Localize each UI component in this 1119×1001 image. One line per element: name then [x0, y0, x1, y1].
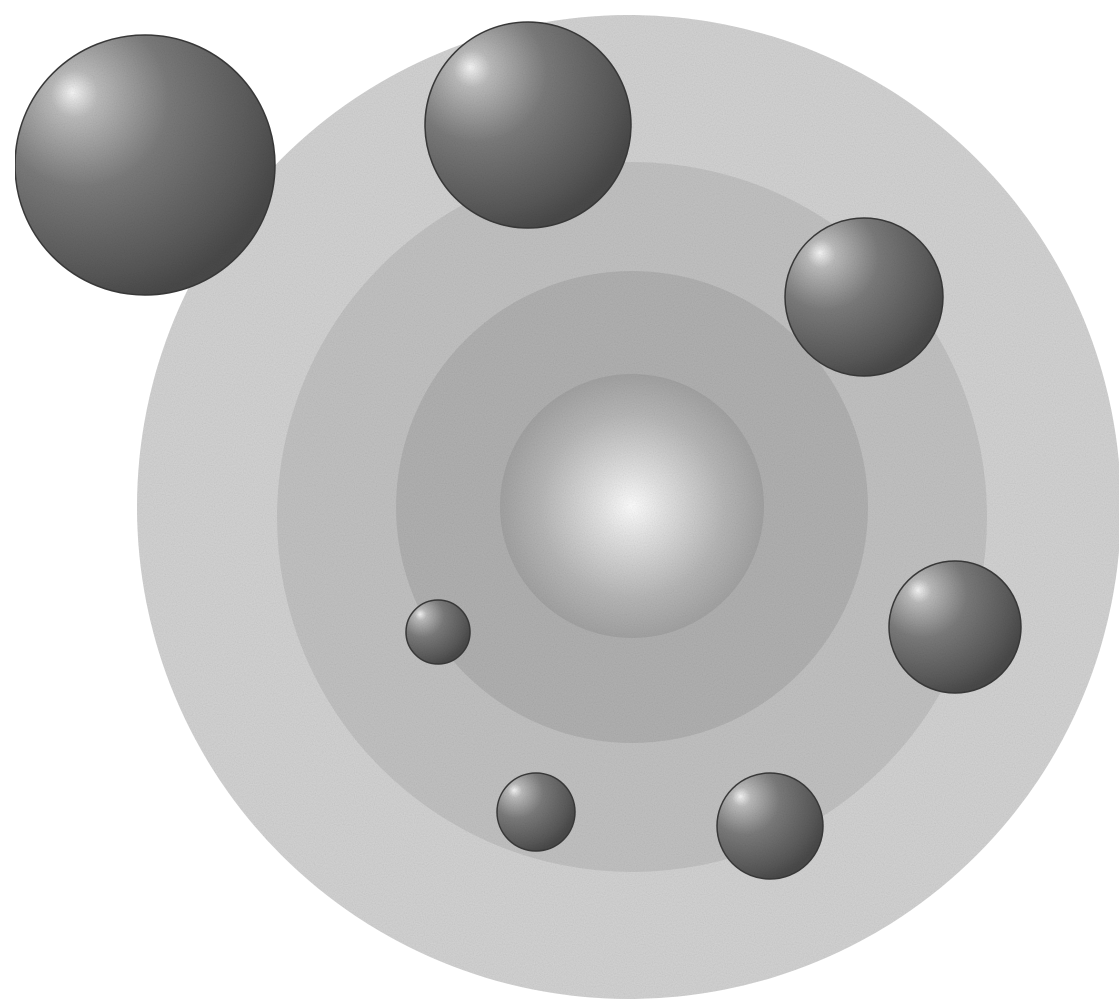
sphere-bottom-right — [717, 773, 823, 879]
sphere-small-left — [406, 600, 470, 664]
sphere-large-top-left — [15, 35, 275, 295]
sphere-upper-right — [785, 218, 943, 376]
sphere-large-top — [425, 22, 631, 228]
nucleus-core — [500, 374, 764, 638]
sphere-bottom-left — [497, 773, 575, 851]
sphere-right — [889, 561, 1021, 693]
